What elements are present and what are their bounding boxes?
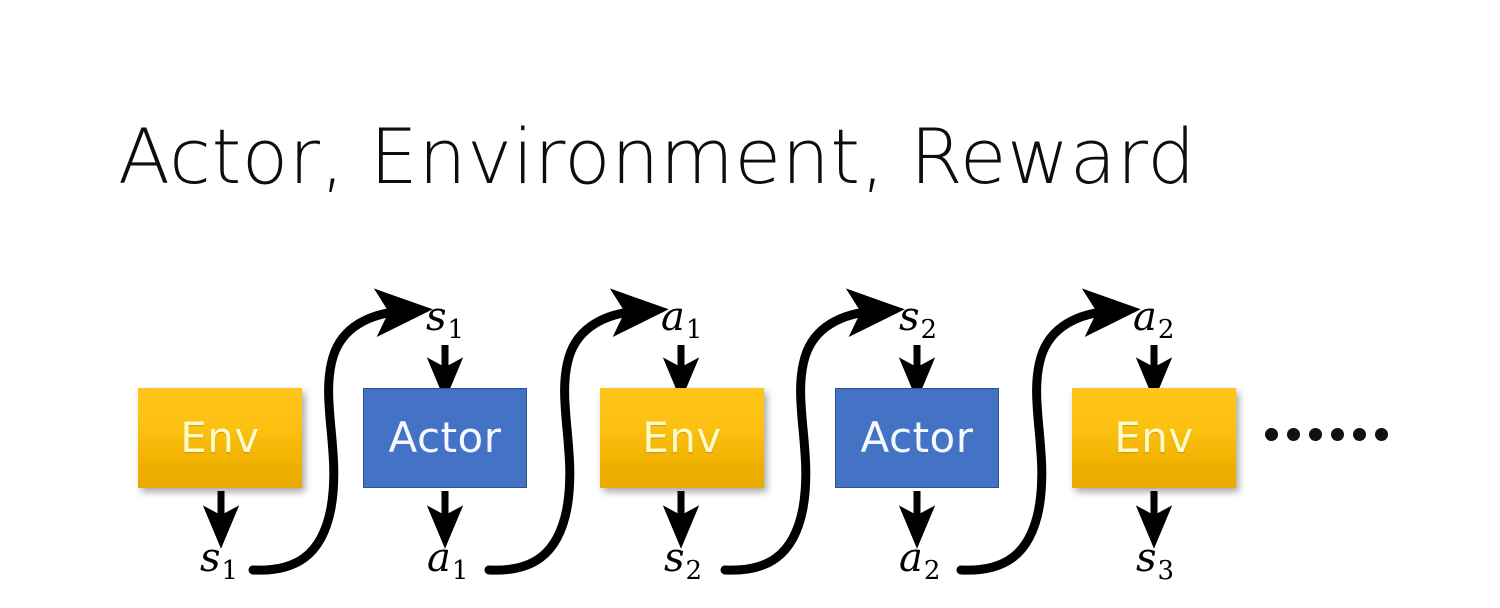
node-env-1[interactable]: Env <box>138 388 302 488</box>
label-top-s1: s1 <box>426 297 464 350</box>
ellipsis-dot <box>1287 428 1300 441</box>
subscript: 1 <box>447 315 465 346</box>
node-env-2[interactable]: Env <box>600 388 764 488</box>
symbol: a <box>899 535 923 581</box>
subscript: 2 <box>685 556 703 587</box>
ellipsis-dot <box>1375 428 1388 441</box>
node-label: Env <box>180 413 260 462</box>
node-label: Env <box>642 413 722 462</box>
ellipsis-dot <box>1331 428 1344 441</box>
ellipsis-dot <box>1353 428 1366 441</box>
label-bottom-a2: a2 <box>899 538 940 591</box>
node-actor-1[interactable]: Actor <box>363 388 527 488</box>
symbol: s <box>1136 535 1157 581</box>
label-bottom-s3: s3 <box>1136 538 1174 591</box>
node-label: Env <box>1114 413 1194 462</box>
label-top-a2: a2 <box>1133 297 1174 350</box>
ellipsis-dot-group <box>1331 428 1388 441</box>
subscript: 3 <box>1157 556 1175 587</box>
subscript: 1 <box>451 556 469 587</box>
ellipsis-dot <box>1265 428 1278 441</box>
symbol: a <box>661 294 685 340</box>
symbol: s <box>664 535 685 581</box>
subscript: 2 <box>1157 315 1175 346</box>
subscript: 1 <box>685 315 703 346</box>
label-top-s2: s2 <box>899 297 937 350</box>
symbol: s <box>899 294 920 340</box>
subscript: 2 <box>920 315 938 346</box>
subscript: 2 <box>923 556 941 587</box>
label-bottom-s1: s1 <box>200 538 238 591</box>
node-label: Actor <box>388 413 502 462</box>
ellipsis-dot <box>1309 428 1322 441</box>
ellipsis-dot-group <box>1265 428 1322 441</box>
symbol: s <box>200 535 221 581</box>
label-top-a1: a1 <box>661 297 702 350</box>
page-title: Actor, Environment, Reward <box>118 112 1196 201</box>
symbol: a <box>1133 294 1157 340</box>
label-bottom-a1: a1 <box>427 538 468 591</box>
symbol: s <box>426 294 447 340</box>
label-bottom-s2: s2 <box>664 538 702 591</box>
subscript: 1 <box>221 556 239 587</box>
node-label: Actor <box>860 413 974 462</box>
symbol: a <box>427 535 451 581</box>
node-actor-2[interactable]: Actor <box>835 388 999 488</box>
continuation-ellipsis <box>1265 428 1388 441</box>
node-env-3[interactable]: Env <box>1072 388 1236 488</box>
